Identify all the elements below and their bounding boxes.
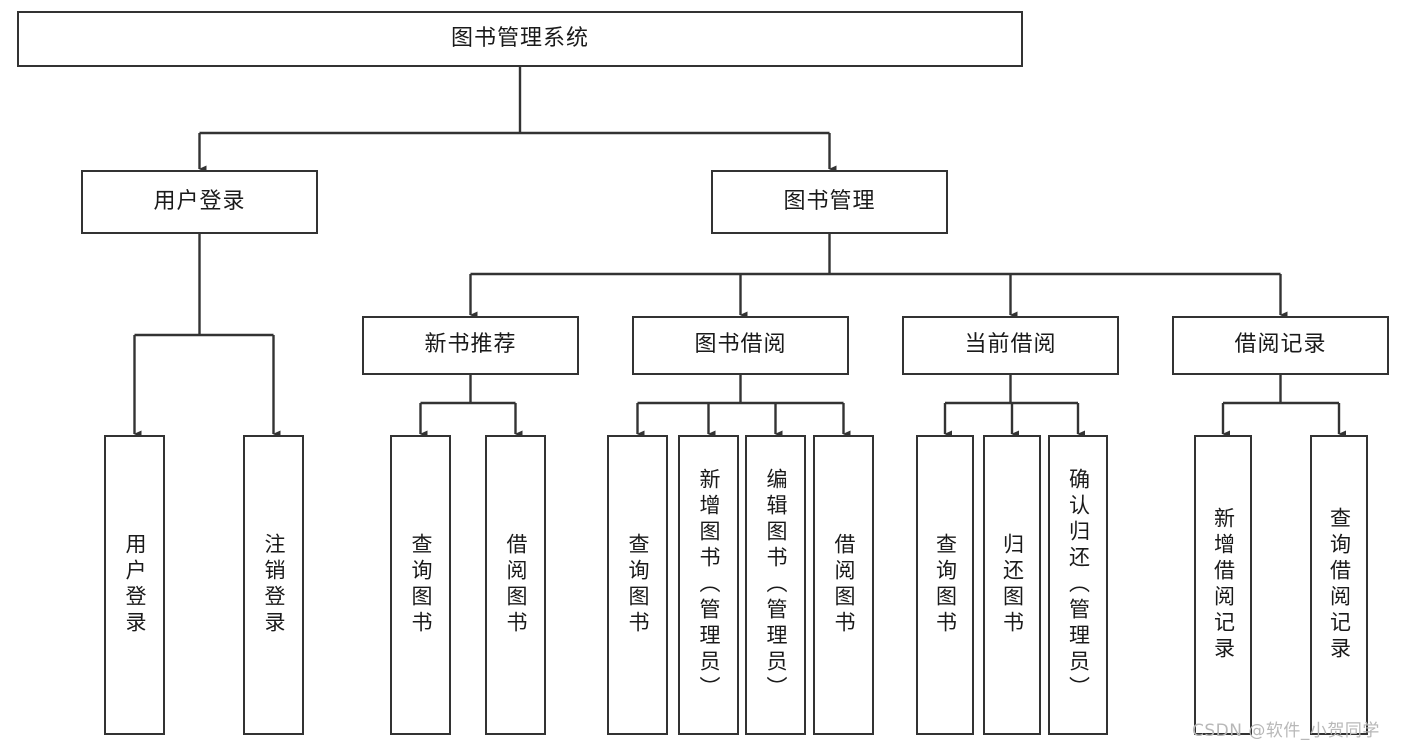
node-current[interactable]: 当前借阅 [902, 316, 1119, 375]
node-borrow[interactable]: 图书借阅 [632, 316, 849, 375]
node-login[interactable]: 用户登录 [81, 170, 318, 234]
node-label: 用户登录 [153, 188, 246, 214]
node-label: 图书管理 [783, 188, 876, 214]
node-leaf-rec-query[interactable]: 查询借阅记录 [1310, 435, 1368, 735]
node-label: 注销登录 [262, 533, 286, 637]
node-leaf-bk-edit[interactable]: 编辑图书（管理员） [745, 435, 806, 735]
node-leaf-nb-query[interactable]: 查询图书 [390, 435, 451, 735]
csdn-watermark: CSDN @软件_小贺同学 [1192, 721, 1380, 741]
node-label: 用户登录 [123, 533, 147, 637]
node-label: 查询图书 [409, 533, 433, 637]
node-label: 当前借阅 [964, 332, 1057, 358]
node-leaf-user-logout[interactable]: 注销登录 [243, 435, 304, 735]
node-label: 借阅记录 [1234, 332, 1327, 358]
node-label: 编辑图书（管理员） [764, 468, 788, 702]
node-leaf-bk-borrow[interactable]: 借阅图书 [813, 435, 874, 735]
node-leaf-cur-confirm[interactable]: 确认归还（管理员） [1048, 435, 1108, 735]
node-label: 图书借阅 [694, 332, 787, 358]
node-label: 查询图书 [626, 533, 650, 637]
node-label: 归还图书 [1000, 533, 1025, 637]
node-leaf-bk-query[interactable]: 查询图书 [607, 435, 668, 735]
node-leaf-cur-return[interactable]: 归还图书 [983, 435, 1041, 735]
node-root[interactable]: 图书管理系统 [17, 11, 1023, 67]
node-leaf-bk-add[interactable]: 新增图书（管理员） [678, 435, 739, 735]
node-leaf-rec-add[interactable]: 新增借阅记录 [1194, 435, 1252, 735]
node-label: 查询借阅记录 [1327, 507, 1352, 663]
node-label: 新增图书（管理员） [697, 468, 721, 702]
node-label: 借阅图书 [504, 533, 528, 637]
node-label: 新增借阅记录 [1211, 507, 1236, 663]
node-label: 确认归还（管理员） [1066, 468, 1091, 702]
node-leaf-cur-query[interactable]: 查询图书 [916, 435, 974, 735]
node-label: 图书管理系统 [450, 25, 589, 51]
node-newbook[interactable]: 新书推荐 [362, 316, 579, 375]
node-label: 查询图书 [933, 533, 958, 637]
node-leaf-user-login[interactable]: 用户登录 [104, 435, 165, 735]
node-leaf-nb-borrow[interactable]: 借阅图书 [485, 435, 546, 735]
node-label: 新书推荐 [424, 332, 517, 358]
node-record[interactable]: 借阅记录 [1172, 316, 1389, 375]
node-bookmgmt[interactable]: 图书管理 [711, 170, 948, 234]
node-label: 借阅图书 [832, 533, 856, 637]
